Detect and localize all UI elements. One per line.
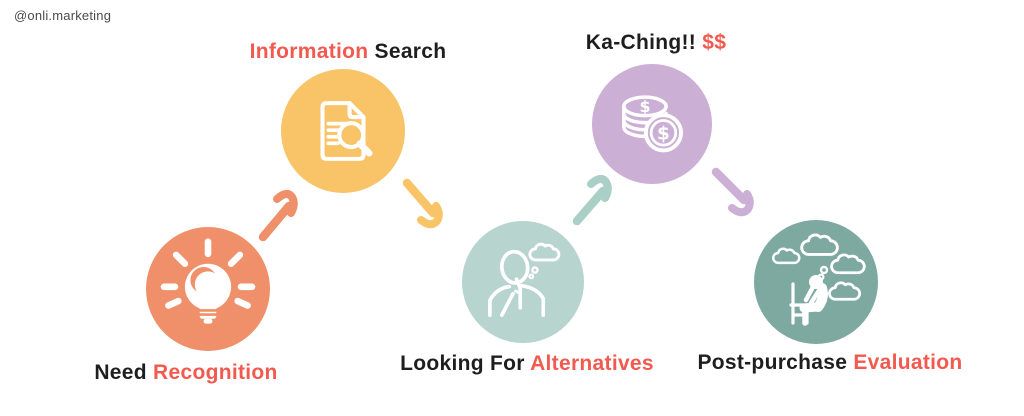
arrow-need-to-info	[258, 190, 298, 242]
label-part: Information	[249, 40, 369, 63]
coin-symbol-front: $	[657, 123, 670, 144]
arrow-alternatives-to-purchase	[572, 175, 612, 226]
person-silhouette	[799, 275, 828, 326]
coins-icon: $ $	[622, 95, 684, 153]
label-part: Search	[374, 40, 447, 63]
watermark: @onli.marketing	[14, 8, 112, 23]
stage-circle-purchase: $ $	[592, 64, 712, 184]
arrow-purchase-to-post	[711, 167, 754, 217]
label-part: Need	[94, 361, 147, 384]
label-part: Ka-Ching!!	[585, 31, 697, 54]
label-part: Post-purchase	[697, 351, 848, 374]
stage-label-looking-for-alternatives: Looking For Alternatives	[367, 352, 687, 376]
coin-symbol-top: $	[639, 97, 650, 116]
stage-circle-need-recognition	[146, 227, 270, 351]
label-part: Looking For	[400, 352, 525, 375]
label-part: $$	[702, 31, 727, 54]
arrow-info-to-alternatives	[402, 178, 443, 229]
label-part: Recognition	[153, 361, 278, 384]
stage-label-purchase: Ka-Ching!! $$	[496, 31, 816, 55]
document-search-icon	[320, 101, 373, 161]
stage-circle-looking-for-alternatives	[462, 221, 584, 343]
worried-person-icon	[771, 233, 866, 326]
stage-label-information-search: Information Search	[188, 40, 508, 64]
lightbulb-icon	[160, 238, 256, 324]
label-part: Alternatives	[530, 352, 654, 375]
label-part: Evaluation	[853, 351, 963, 374]
stage-circle-post-purchase	[754, 220, 878, 344]
stage-label-need-recognition: Need Recognition	[26, 361, 346, 385]
thinking-person-icon	[488, 242, 561, 317]
stage-circle-information-search	[281, 69, 405, 193]
stage-label-post-purchase: Post-purchase Evaluation	[670, 351, 990, 375]
